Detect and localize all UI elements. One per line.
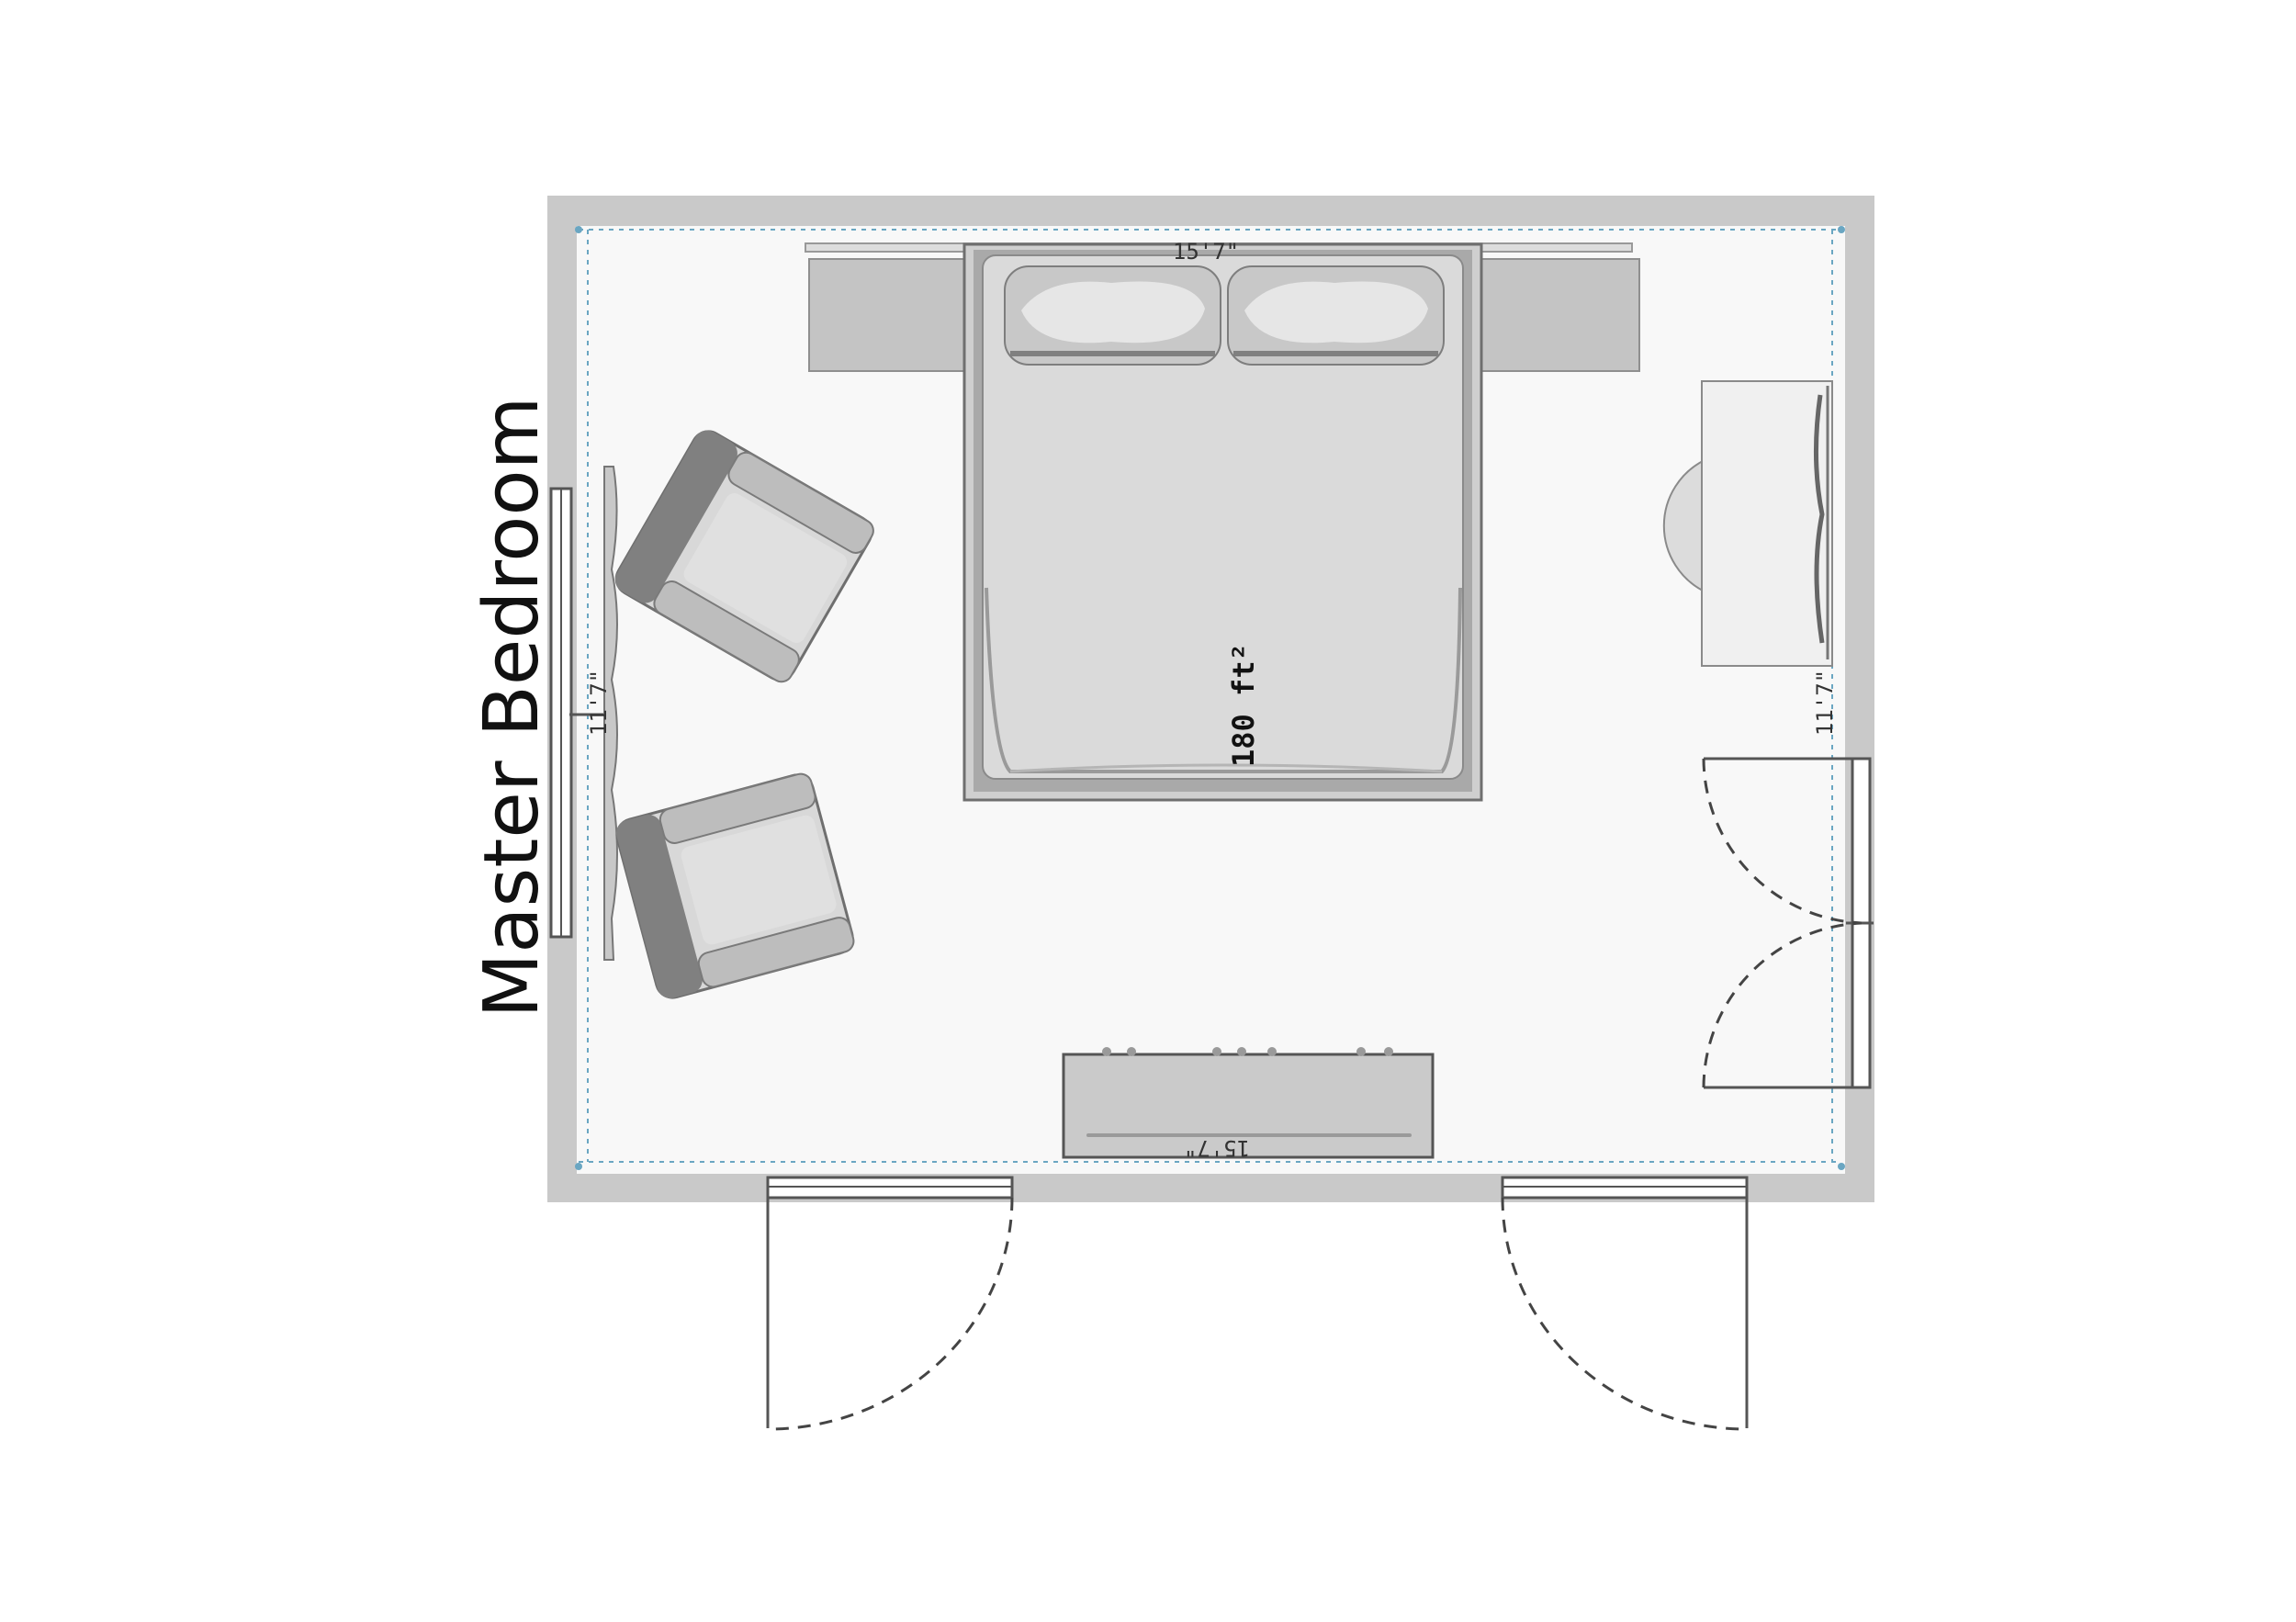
door-bottom-right — [1501, 1176, 1749, 1431]
bed — [962, 242, 1483, 802]
dimension-top: 15'7" — [1173, 239, 1239, 265]
nightstand-right — [1478, 258, 1640, 372]
desk — [1701, 380, 1833, 667]
radiator — [603, 466, 618, 961]
desk-chair — [1662, 457, 1707, 594]
armchair-top — [614, 430, 874, 683]
pillow-left — [1004, 265, 1221, 366]
area-label: 180 ft² — [1226, 643, 1261, 767]
window-left — [549, 487, 606, 939]
dimension-left: 11'7" — [586, 670, 612, 736]
dimension-bottom: 15'7" — [1184, 1135, 1250, 1161]
pillow-right — [1227, 265, 1445, 366]
door-bottom-left — [766, 1176, 1014, 1431]
room-title: Master Bedroom — [468, 397, 556, 1019]
double-door-right — [1702, 757, 1874, 1089]
armchair-bottom — [615, 772, 855, 999]
dresser — [1062, 1047, 1435, 1159]
dimension-right: 11'7" — [1812, 670, 1838, 736]
nightstand-left — [808, 258, 971, 372]
dimension-markers — [575, 226, 1845, 1170]
